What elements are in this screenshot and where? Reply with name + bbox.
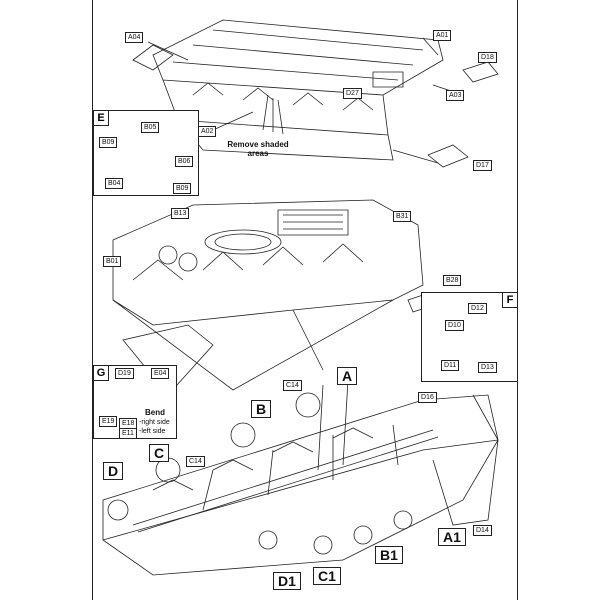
label-b28: B28 xyxy=(443,275,462,286)
label-d13: D13 xyxy=(478,362,497,373)
callout-c1: C1 xyxy=(313,567,341,585)
label-e04: E04 xyxy=(151,368,170,379)
label-b04: B04 xyxy=(105,178,124,189)
label-c14-mid: C14 xyxy=(186,456,205,467)
chassis-assembly xyxy=(102,379,499,576)
panel-g-tag: G xyxy=(93,365,109,381)
label-d27: D27 xyxy=(343,88,362,99)
label-a03: A03 xyxy=(446,90,465,101)
label-a04: A04 xyxy=(125,32,144,43)
panel-f-tag: F xyxy=(502,292,518,308)
label-c14-top: C14 xyxy=(283,380,302,391)
label-b06: B06 xyxy=(175,156,194,167)
callout-a1: A1 xyxy=(438,528,466,546)
label-b05: B05 xyxy=(141,122,160,133)
label-b09-top: B09 xyxy=(99,137,118,148)
right-side-note: -right side xyxy=(139,419,170,426)
label-e19: E19 xyxy=(99,416,118,427)
label-b09-bottom: B09 xyxy=(173,183,192,194)
label-e11: E11 xyxy=(119,428,137,439)
remove-shaded-note: Remove shaded areas xyxy=(227,140,289,158)
label-b01: B01 xyxy=(103,256,122,267)
panel-e-tag: E xyxy=(93,110,109,126)
label-d11: D11 xyxy=(441,360,460,371)
label-a01: A01 xyxy=(433,30,452,41)
part-d17-shape xyxy=(427,144,469,168)
line-drawing xyxy=(102,19,499,576)
label-b13: B13 xyxy=(171,208,190,219)
part-a04-shape xyxy=(132,44,174,71)
label-b31: B31 xyxy=(393,211,412,222)
label-a02: A02 xyxy=(198,126,217,137)
label-d16: D16 xyxy=(418,392,437,403)
callout-d1: D1 xyxy=(273,572,301,590)
label-d17: D17 xyxy=(473,160,492,171)
callout-c: C xyxy=(149,444,170,462)
wheel-stations xyxy=(107,392,413,555)
callout-b1: B1 xyxy=(375,546,403,564)
callout-b: B xyxy=(251,400,272,418)
middle-hull-assembly xyxy=(112,199,429,396)
callout-a: A xyxy=(337,367,358,385)
label-d10: D10 xyxy=(445,320,464,331)
instruction-sheet: E F G A04 A01 D18 A02 A03 D27 D17 B05 B0… xyxy=(92,0,518,600)
label-d14: D14 xyxy=(473,525,492,536)
label-d12: D12 xyxy=(468,303,487,314)
bend-note: Bend xyxy=(145,408,165,417)
left-side-note: -left side xyxy=(139,428,166,435)
callout-d: D xyxy=(103,462,124,480)
label-d18: D18 xyxy=(478,52,497,63)
part-d18-shape xyxy=(462,61,499,83)
label-d19: D19 xyxy=(115,368,134,379)
